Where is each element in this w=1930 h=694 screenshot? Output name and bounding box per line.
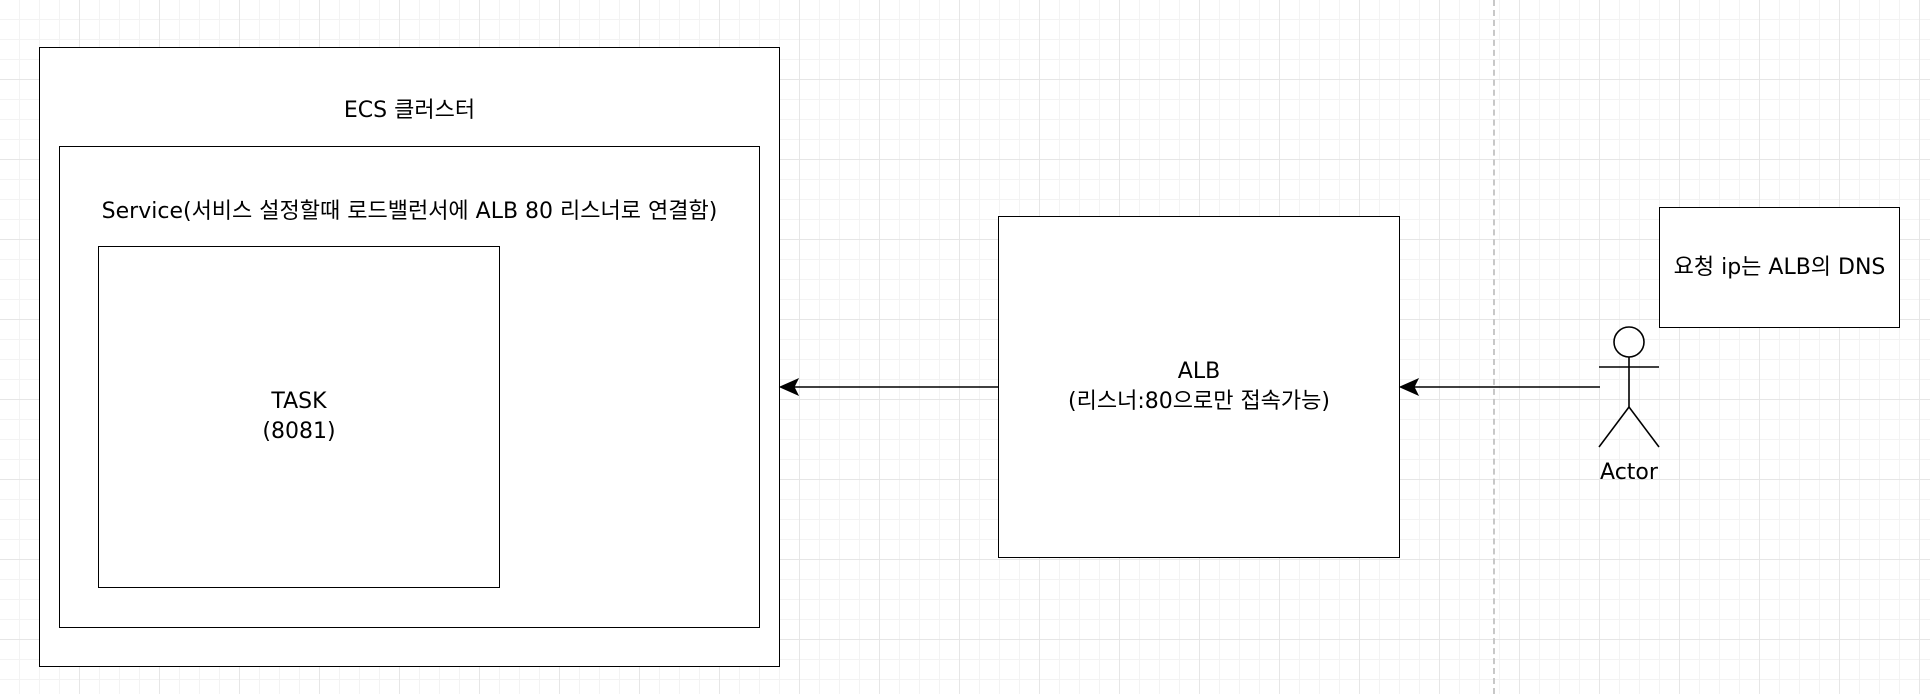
request-ip-note-box[interactable]: 요청 ip는 ALB의 DNS — [1659, 207, 1900, 328]
actor-icon[interactable] — [1598, 326, 1660, 448]
task-port: (8081) — [262, 419, 336, 444]
task-title: TASK — [271, 389, 327, 414]
arrow-alb-to-cluster[interactable] — [778, 377, 998, 397]
alb-listener-note: (리스너:80으로만 접속가능) — [1068, 389, 1330, 414]
task-box[interactable]: TASK (8081) — [98, 246, 500, 588]
actor-label: Actor — [1600, 460, 1658, 485]
alb-title: ALB — [1177, 359, 1221, 384]
service-label: Service(서비스 설정할때 로드밸런서에 ALB 80 리스너로 연결함) — [101, 199, 718, 224]
arrow-actor-to-alb[interactable] — [1398, 377, 1600, 397]
request-ip-note-text: 요청 ip는 ALB의 DNS — [1673, 254, 1886, 280]
page-break-line — [1493, 0, 1495, 694]
ecs-cluster-label: ECS 클러스터 — [343, 98, 476, 123]
alb-box[interactable]: ALB (리스너:80으로만 접속가능) — [998, 216, 1400, 558]
